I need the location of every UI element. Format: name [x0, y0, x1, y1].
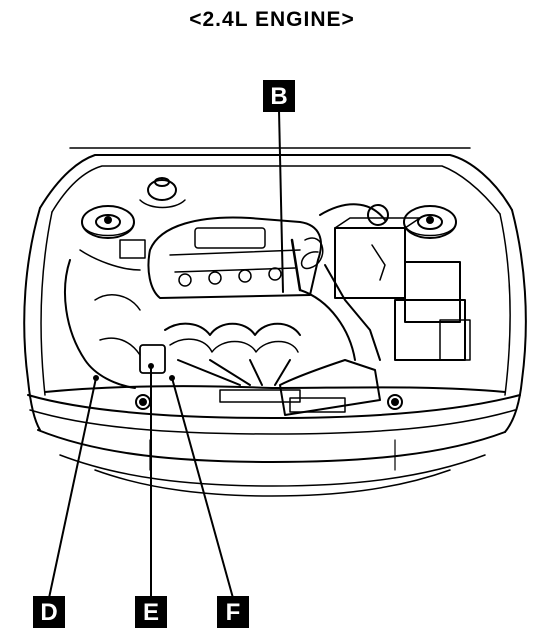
callout-b-label: B	[270, 83, 287, 110]
leader-d	[48, 377, 97, 599]
callout-e: E	[135, 596, 167, 628]
reservoir	[139, 177, 186, 209]
hood	[39, 147, 513, 215]
leader-f	[171, 377, 234, 599]
callout-f-label: F	[226, 599, 241, 626]
battery	[334, 217, 471, 361]
callout-b: B	[263, 80, 295, 112]
callout-d-label: D	[40, 599, 57, 626]
callout-e-label: E	[143, 599, 159, 626]
leader-lines	[48, 109, 284, 599]
callout-d: D	[33, 596, 65, 628]
strut-towers	[81, 205, 457, 239]
leader-b	[278, 109, 284, 293]
exhaust-manifold	[164, 322, 301, 403]
callout-f: F	[217, 596, 249, 628]
intake-manifold	[147, 216, 324, 299]
wiring-harness-left	[64, 239, 166, 389]
electronic-control-box	[279, 359, 381, 416]
diagram-title: <2.4L ENGINE>	[189, 8, 355, 31]
